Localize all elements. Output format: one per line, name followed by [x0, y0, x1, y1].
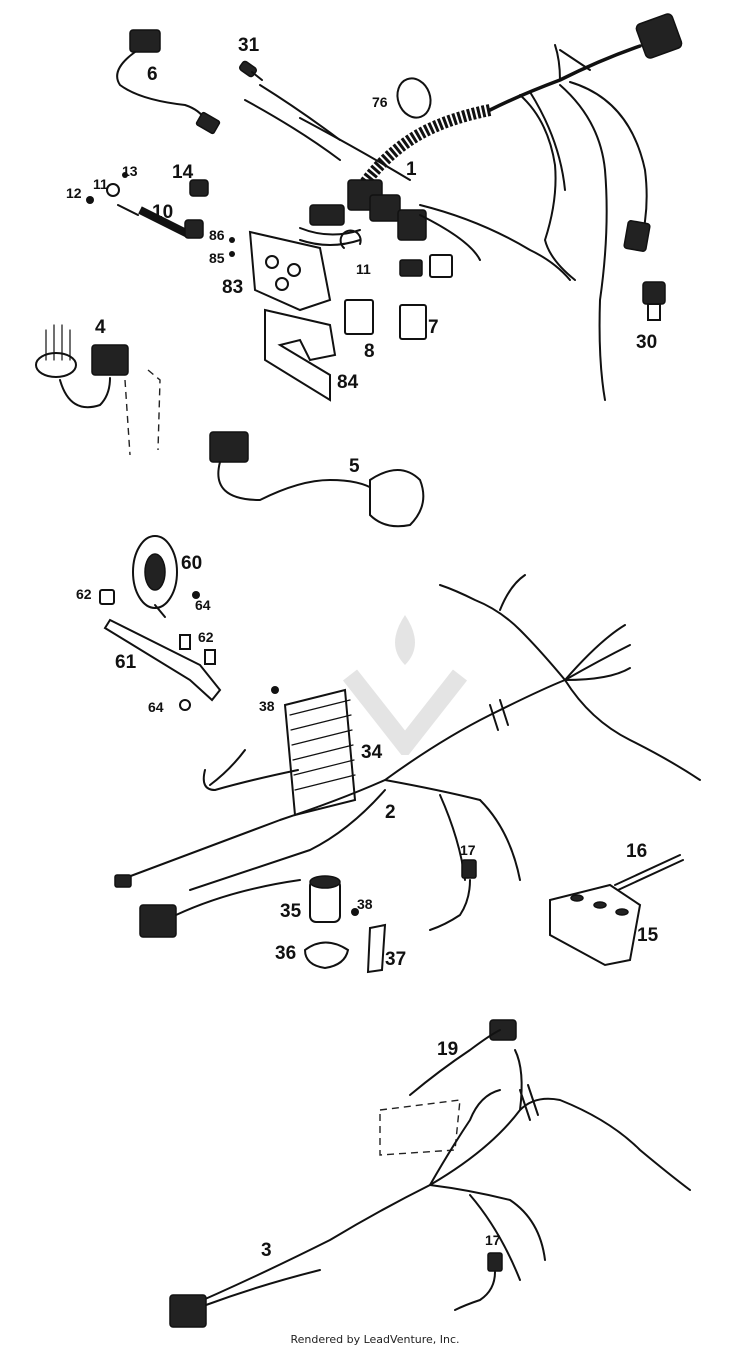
part-5-handlebar-switch [209, 431, 425, 528]
callout-8: 8 [364, 341, 375, 362]
footer-credit: Rendered by LeadVenture, Inc. [290, 1333, 460, 1346]
callout-38a: 38 [259, 698, 275, 714]
callout-7: 7 [428, 317, 439, 338]
part-31-bulb [239, 60, 263, 81]
part-60-horn [99, 535, 222, 711]
callout-10: 10 [152, 202, 174, 223]
callout-62b: 62 [198, 629, 214, 645]
callout-30: 30 [636, 332, 658, 353]
callout-31: 31 [238, 35, 260, 56]
callout-14: 14 [172, 162, 194, 183]
part-4-socket [35, 324, 161, 456]
callout-11b: 11 [356, 261, 371, 277]
part-34-rectifier [202, 686, 357, 817]
callout-3: 3 [261, 1240, 272, 1261]
callout-17a: 17 [460, 842, 476, 858]
parts-7-8 [344, 299, 427, 340]
callout-36: 36 [275, 943, 297, 964]
callout-64b: 64 [148, 699, 164, 715]
callout-5: 5 [349, 456, 360, 477]
callout-34: 34 [361, 742, 383, 763]
part-17-fuse-holder-a [429, 859, 477, 931]
part-2-harness [114, 574, 701, 938]
part-30-sensor [642, 281, 666, 321]
callout-15: 15 [637, 925, 659, 946]
callout-61: 61 [115, 652, 137, 673]
callout-2: 2 [385, 802, 396, 823]
callout-6: 6 [147, 64, 158, 85]
callout-37: 37 [385, 949, 407, 970]
part-3-harness [169, 1019, 691, 1328]
callout-38b: 38 [357, 896, 373, 912]
callout-76: 76 [372, 94, 388, 110]
callout-83: 83 [222, 277, 244, 298]
part-6-switch-lead [116, 29, 221, 135]
callout-1: 1 [406, 159, 417, 180]
callout-16: 16 [626, 841, 648, 862]
callout-11a: 11 [93, 176, 108, 192]
parts-35-37 [303, 875, 387, 974]
parts-15-16-battery [549, 854, 684, 967]
callout-17b: 17 [485, 1232, 501, 1248]
callout-13: 13 [122, 163, 138, 179]
parts-10-14 [86, 172, 209, 239]
callout-84: 84 [337, 372, 359, 393]
callout-62a: 62 [76, 586, 92, 602]
part-76-cable-tie [396, 77, 432, 119]
leadventure-watermark-icon [342, 615, 468, 755]
callout-12: 12 [66, 185, 82, 201]
parts-83-84 [229, 230, 337, 402]
callout-4: 4 [95, 317, 106, 338]
callout-60: 60 [181, 553, 203, 574]
main-harness [244, 13, 683, 401]
callout-19: 19 [437, 1039, 459, 1060]
callout-86: 86 [209, 227, 225, 243]
callout-64a: 64 [195, 597, 211, 613]
callout-85: 85 [209, 250, 225, 266]
callout-35: 35 [280, 901, 302, 922]
